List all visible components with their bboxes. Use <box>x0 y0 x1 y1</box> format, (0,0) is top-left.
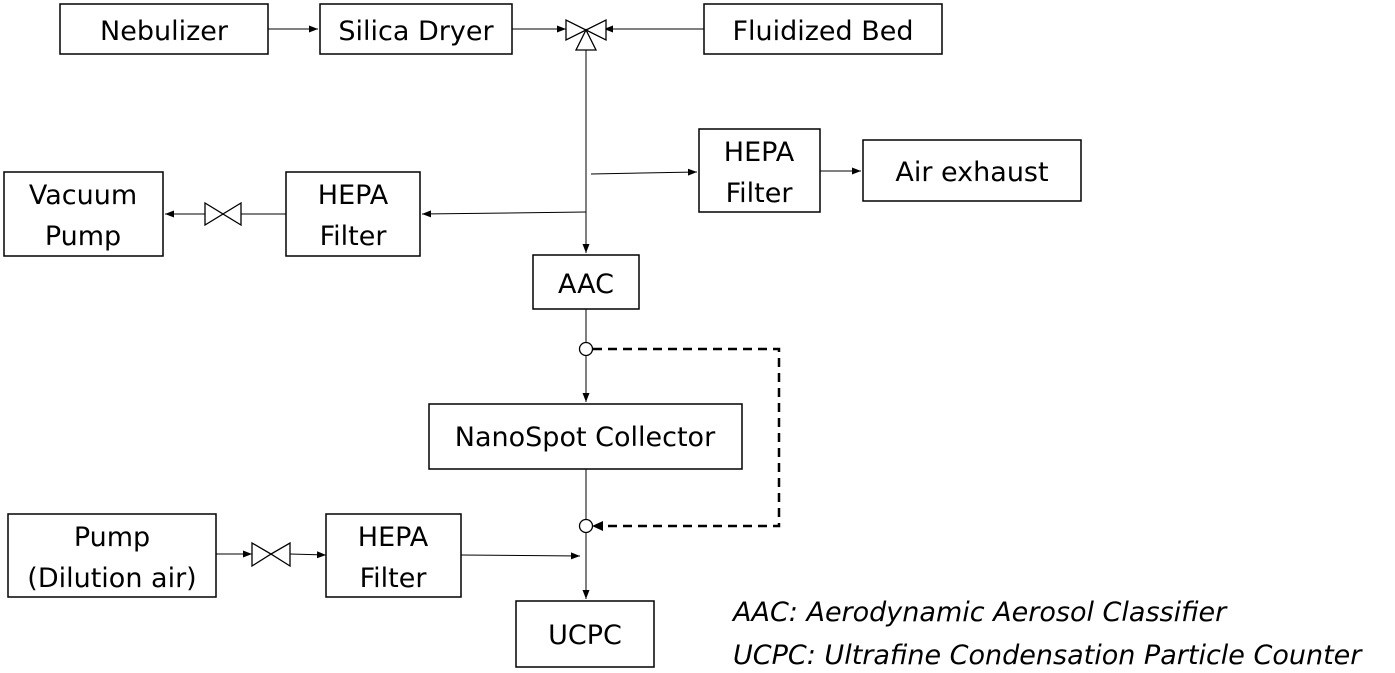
box-hepa-filter-vacuum: HEPA Filter <box>285 171 421 257</box>
box-hepa-filter-exhaust: HEPA Filter <box>698 128 821 213</box>
connections <box>165 25 861 599</box>
label-aac: AAC <box>558 269 614 300</box>
label-hepa-vacuum-line2: Filter <box>320 221 388 252</box>
label-air-exhaust: Air exhaust <box>895 157 1048 188</box>
vacuum-valve-right <box>221 201 242 227</box>
label-vacuum-pump-line2: Pump <box>45 221 121 252</box>
box-hepa-filter-dilution: HEPA Filter <box>325 513 462 598</box>
box-fluidized-bed: Fluidized Bed <box>703 3 943 55</box>
box-nanospot-collector: NanoSpot Collector <box>428 403 743 470</box>
box-vacuum-pump: Vacuum Pump <box>3 171 164 257</box>
label-hepa-dilution-line2: Filter <box>360 563 428 594</box>
label-silica-dryer: Silica Dryer <box>338 16 494 47</box>
dilution-valve-left <box>251 541 273 568</box>
label-dilution-pump-line2: (Dilution air) <box>27 563 196 594</box>
vacuum-valve-left <box>204 201 225 227</box>
three-way-valve-bottom <box>574 28 598 51</box>
label-dilution-pump-line1: Pump <box>74 522 150 553</box>
legend-aac: AAC: Aerodynamic Aerosol Classifier <box>731 597 1228 628</box>
label-fluidized-bed: Fluidized Bed <box>732 16 913 47</box>
bypass-arrowhead <box>592 521 603 531</box>
box-aac: AAC <box>532 254 640 310</box>
connector-to-exhaust-hepa <box>590 168 698 176</box>
three-way-valve-right <box>584 18 607 42</box>
label-nanospot-collector: NanoSpot Collector <box>455 422 716 453</box>
label-ucpc: UCPC <box>548 620 622 651</box>
vacuum-valve <box>204 201 242 227</box>
junction-lower <box>578 518 594 534</box>
label-hepa-vacuum-line1: HEPA <box>318 180 389 211</box>
bypass-dashed-line <box>593 347 781 528</box>
label-hepa-exhaust-line1: HEPA <box>724 137 795 168</box>
three-way-valve <box>565 18 607 51</box>
dilution-valve-right <box>269 541 291 568</box>
connector-to-vacuum-hepa <box>421 210 587 218</box>
connector-dilution-hepa-to-main <box>460 552 581 560</box>
box-ucpc: UCPC <box>515 600 655 668</box>
label-vacuum-pump-line1: Vacuum <box>29 180 137 211</box>
junction-upper <box>578 341 594 357</box>
box-air-exhaust: Air exhaust <box>862 139 1082 202</box>
box-dilution-pump: Pump (Dilution air) <box>7 513 217 598</box>
connector-valve-to-dilution-hepa <box>289 551 327 559</box>
label-hepa-dilution-line1: HEPA <box>358 522 429 553</box>
dilution-valve <box>251 541 291 568</box>
label-hepa-exhaust-line2: Filter <box>726 178 794 209</box>
three-way-valve-left <box>565 18 588 42</box>
legend: AAC: Aerodynamic Aerosol Classifier UCPC… <box>731 597 1363 671</box>
label-nebulizer: Nebulizer <box>100 16 229 47</box>
box-silica-dryer: Silica Dryer <box>319 3 513 55</box>
box-nebulizer: Nebulizer <box>59 3 269 55</box>
legend-ucpc: UCPC: Ultrafine Condensation Particle Co… <box>733 640 1363 671</box>
